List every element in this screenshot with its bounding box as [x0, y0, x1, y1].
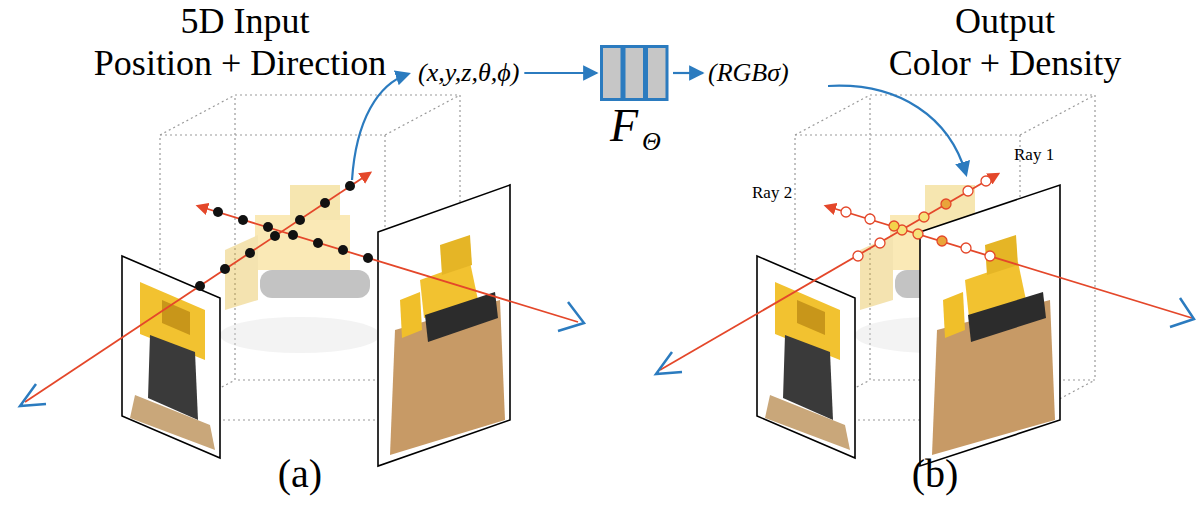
network-layers — [600, 45, 670, 101]
output-arrow — [828, 86, 966, 174]
query-arrow — [352, 74, 408, 180]
flow-arrow — [524, 72, 597, 74]
vector-node: (x,y,z,θ,ϕ) — [416, 59, 521, 88]
left-image-plane — [122, 256, 220, 458]
right-panel — [656, 86, 1194, 466]
right-image-plane — [920, 185, 1060, 466]
layer-rect — [602, 47, 623, 100]
sample-rays — [20, 173, 584, 406]
render-rays — [656, 174, 1194, 374]
right-image-plane — [378, 185, 510, 466]
panel-subheading: Color + Density — [889, 44, 1121, 84]
panel-tag: (a) — [278, 452, 322, 496]
network-box: FΘ — [600, 45, 670, 101]
flow-arrow — [673, 72, 703, 74]
vector-node: (RGBσ) — [706, 59, 791, 88]
panel-tag: (b) — [912, 452, 959, 496]
layer-rect — [624, 47, 645, 100]
left-panel — [20, 74, 584, 466]
vector-text: (RGBσ) — [708, 58, 789, 87]
ghost-bulldozer — [220, 185, 380, 353]
panel-heading: 5D Input — [181, 2, 310, 42]
vector-text: (x,y,z,θ,ϕ) — [418, 58, 519, 87]
ray-label: Ray 2 — [752, 184, 792, 203]
network-subscript: Θ — [642, 129, 661, 155]
network-name: F — [610, 103, 638, 149]
ray-label: Ray 1 — [1014, 146, 1054, 165]
layer-rect — [647, 47, 668, 100]
panel-subheading: Position + Direction — [94, 44, 386, 84]
panel-heading: Output — [955, 2, 1055, 42]
